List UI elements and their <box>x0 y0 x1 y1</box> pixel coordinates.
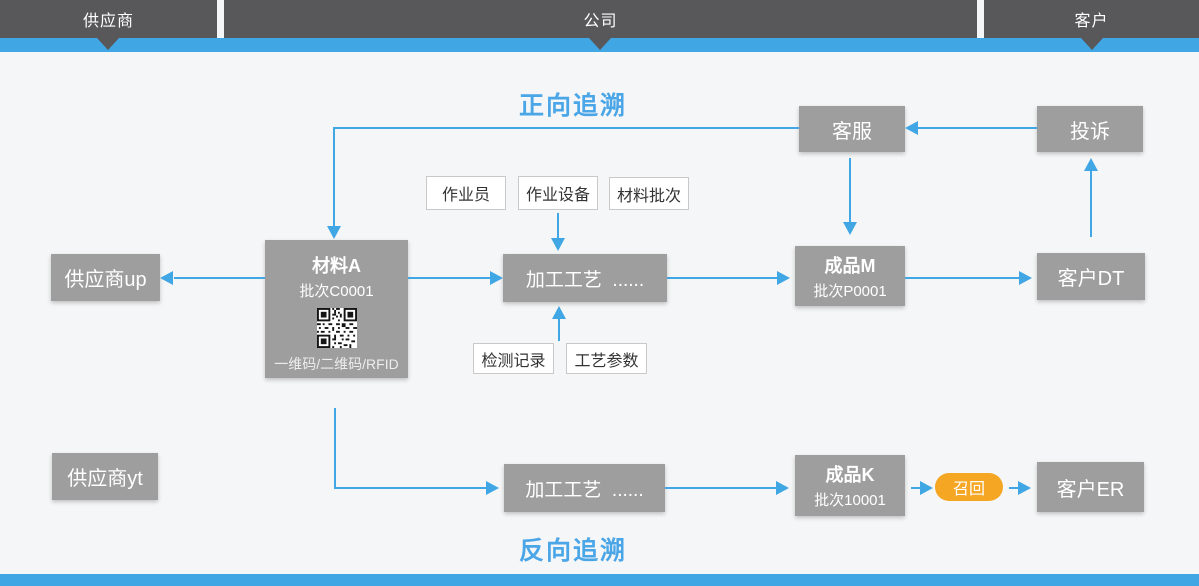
line-process-to-product-m <box>667 277 777 279</box>
tag-process-params: 工艺参数 <box>566 343 647 374</box>
inspection-record-label: 检测记录 <box>481 352 546 370</box>
arrowhead-to-process-2-icon <box>486 481 499 495</box>
line-product-m-to-customer-dt <box>905 277 1019 279</box>
backward-trace-title: 反向追溯 <box>518 537 627 565</box>
line-material-to-supplier-up <box>174 277 265 279</box>
qr-code-icon <box>316 308 357 348</box>
accent-bar-bottom <box>0 574 1199 586</box>
tag-equipment: 作业设备 <box>518 176 598 210</box>
tag-operator: 作业员 <box>426 176 506 210</box>
top-bar-company-label: 公司 <box>583 13 618 30</box>
node-product-m: 成品M 批次P0001 <box>795 246 905 306</box>
arrowhead-to-product-m-icon <box>777 271 790 285</box>
line-material-to-process-2-vertical <box>334 408 336 489</box>
arrowhead-to-customer-er-icon <box>1018 481 1031 495</box>
arrowhead-to-complaint-icon <box>1084 158 1098 171</box>
arrowhead-to-supplier-up-icon <box>160 271 173 285</box>
node-complaint: 投诉 <box>1037 106 1143 152</box>
top-bar-customer-label: 客户 <box>1074 13 1109 30</box>
arrowhead-service-to-product-m-icon <box>843 222 857 235</box>
recall-badge: 召回 <box>935 473 1003 501</box>
complaint-label: 投诉 <box>1070 120 1110 143</box>
material-a-codes: 一维码/二维码/RFID <box>274 356 399 372</box>
line-product-k-to-recall <box>911 487 922 489</box>
equipment-label: 作业设备 <box>525 187 590 204</box>
top-bar-customer: 客户 <box>984 0 1199 38</box>
line-equipment-to-process <box>557 213 559 238</box>
product-k-batch: 批次10001 <box>814 492 886 509</box>
node-material-a: 材料A 批次C0001 <box>265 240 408 378</box>
line-customer-dt-to-complaint <box>1090 170 1092 237</box>
customer-service-label: 客服 <box>832 120 872 143</box>
tag-material-batch: 材料批次 <box>609 177 689 210</box>
product-k-name: 成品K <box>825 465 875 485</box>
arrowhead-to-service-icon <box>905 121 918 135</box>
operator-label: 作业员 <box>441 187 490 204</box>
notch-company-icon <box>589 38 611 50</box>
line-service-to-product-m <box>849 158 851 222</box>
node-supplier-yt: 供应商yt <box>52 453 158 500</box>
product-m-batch: 批次P0001 <box>813 282 887 300</box>
top-bar-company: 公司 <box>224 0 977 38</box>
material-a-batch: 批次C0001 <box>299 283 374 300</box>
arrowhead-to-material-icon <box>327 226 341 239</box>
material-a-name: 材料A <box>312 256 361 276</box>
arrowhead-to-process-1-icon <box>490 271 503 285</box>
line-material-to-process <box>408 277 490 279</box>
process-1-label: 加工工艺 ...... <box>525 269 645 291</box>
product-m-name: 成品M <box>824 255 876 276</box>
process-params-label: 工艺参数 <box>574 352 639 370</box>
node-customer-service: 客服 <box>799 106 905 152</box>
arrowhead-to-product-k-icon <box>776 481 789 495</box>
customer-er-label: 客户ER <box>1056 478 1125 501</box>
notch-customer-icon <box>1081 38 1103 50</box>
line-process-2-to-product-k <box>665 487 777 489</box>
line-recall-to-customer-er <box>1009 487 1020 489</box>
tag-inspection-record: 检测记录 <box>473 343 554 374</box>
forward-trace-title: 正向追溯 <box>518 92 627 120</box>
line-service-to-material-horizontal <box>334 127 799 129</box>
arrowhead-equipment-to-process-icon <box>551 238 565 251</box>
node-customer-er: 客户ER <box>1037 462 1144 512</box>
line-records-to-process <box>558 318 560 341</box>
process-2-label: 加工工艺 ...... <box>525 479 644 501</box>
supplier-yt-label: 供应商yt <box>67 468 143 490</box>
arrowhead-records-to-process-icon <box>552 306 566 319</box>
node-process-1: 加工工艺 ...... <box>503 254 667 302</box>
top-bar-supplier: 供应商 <box>0 0 217 38</box>
notch-supplier-icon <box>97 38 119 50</box>
node-process-2: 加工工艺 ...... <box>504 464 665 512</box>
line-material-to-process-2-horizontal <box>334 487 487 489</box>
node-customer-dt: 客户DT <box>1037 253 1145 300</box>
material-batch-label: 材料批次 <box>616 187 681 205</box>
recall-label: 召回 <box>952 481 985 498</box>
arrowhead-to-recall-icon <box>920 481 933 495</box>
supplier-up-label: 供应商up <box>64 269 147 291</box>
node-product-k: 成品K 批次10001 <box>795 455 905 516</box>
line-complaint-to-service <box>917 127 1037 129</box>
top-bar-supplier-label: 供应商 <box>82 13 134 30</box>
arrowhead-to-customer-dt-icon <box>1019 271 1032 285</box>
customer-dt-label: 客户DT <box>1057 268 1125 290</box>
node-supplier-up: 供应商up <box>51 254 160 301</box>
line-service-to-material-vertical <box>333 127 335 226</box>
